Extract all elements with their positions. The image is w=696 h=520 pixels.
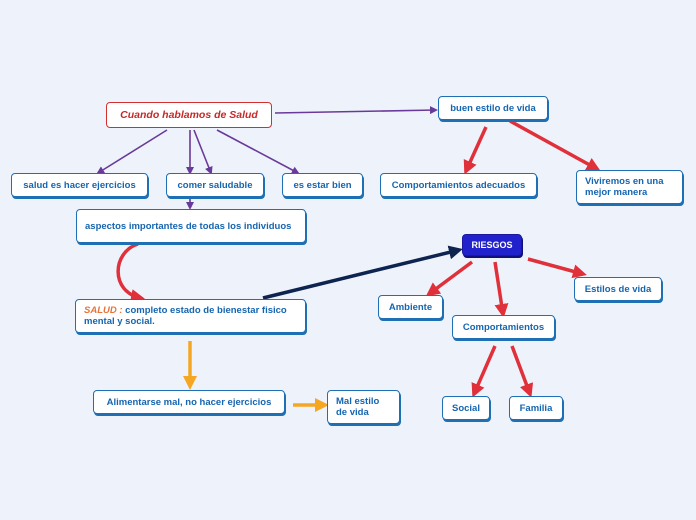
node-label: Social bbox=[452, 402, 480, 414]
node-label: Cuando hablamos de Salud bbox=[120, 108, 258, 121]
node-aspectos-importantes[interactable]: aspectos importantes de todas los indivi… bbox=[76, 209, 306, 243]
node-comportamientos-adecuados[interactable]: Comportamientos adecuados bbox=[380, 173, 537, 197]
node-mal-estilo-de-vida[interactable]: Mal estilo de vida bbox=[327, 390, 400, 424]
node-label: aspectos importantes de todas los indivi… bbox=[85, 220, 292, 232]
node-estilos-de-vida[interactable]: Estilos de vida bbox=[574, 277, 662, 301]
edge-riesgos-ambiente bbox=[425, 260, 474, 297]
node-label: Mal estilo de vida bbox=[336, 396, 380, 418]
node-comer-saludable[interactable]: comer saludable bbox=[166, 173, 264, 197]
node-label: Familia bbox=[519, 402, 553, 414]
edge-riesgos-estilos bbox=[527, 257, 587, 279]
edge-root-estar-bien bbox=[216, 129, 300, 174]
node-ambiente[interactable]: Ambiente bbox=[378, 295, 443, 319]
node-label: buen estilo de vida bbox=[450, 102, 536, 114]
edge-root-comer-2 bbox=[193, 129, 213, 175]
edge-salud-riesgos bbox=[262, 245, 463, 300]
node-social[interactable]: Social bbox=[442, 396, 490, 420]
edge-comportamientos-familia bbox=[510, 345, 534, 398]
edge-riesgos-comportamientos bbox=[493, 261, 509, 318]
node-riesgos[interactable]: RIESGOS bbox=[462, 234, 522, 256]
node-salud-es-hacer-ejercicios[interactable]: salud es hacer ejercicios bbox=[11, 173, 148, 197]
edge-buen-viviremos bbox=[509, 119, 601, 171]
edge-root-salud-ejercicios bbox=[96, 129, 168, 175]
node-text: SALUD : completo estado de bienestar fis… bbox=[84, 305, 297, 327]
salud-keyword: SALUD : bbox=[84, 305, 123, 316]
edge-comportamientos-social bbox=[471, 345, 497, 398]
node-buen-estilo-de-vida[interactable]: buen estilo de vida bbox=[438, 96, 548, 120]
node-alimentarse-mal[interactable]: Alimentarse mal, no hacer ejercicios bbox=[93, 390, 285, 414]
edge-buen-comportamientos bbox=[463, 126, 488, 175]
node-familia[interactable]: Familia bbox=[509, 396, 563, 420]
edge-aspectos-salud bbox=[116, 242, 145, 303]
edge-root-buen-estilo bbox=[274, 106, 438, 115]
node-label: comer saludable bbox=[177, 179, 253, 191]
node-label: Viviremos en una mejor manera bbox=[585, 176, 664, 198]
salud-definition-text: completo estado de bienestar fisico ment… bbox=[84, 305, 287, 327]
node-label: RIESGOS bbox=[471, 239, 513, 250]
node-label: es estar bien bbox=[293, 179, 352, 191]
node-label: salud es hacer ejercicios bbox=[23, 179, 136, 191]
node-label: Comportamientos bbox=[462, 321, 545, 333]
node-viviremos-mejor-manera[interactable]: Viviremos en una mejor manera bbox=[576, 170, 683, 204]
node-root-cuando-hablamos-de-salud[interactable]: Cuando hablamos de Salud bbox=[106, 102, 272, 128]
node-label: Comportamientos adecuados bbox=[391, 179, 526, 191]
node-salud-definicion[interactable]: SALUD : completo estado de bienestar fis… bbox=[75, 299, 306, 333]
node-label: Alimentarse mal, no hacer ejercicios bbox=[106, 396, 272, 408]
node-label: Estilos de vida bbox=[584, 283, 652, 295]
node-comportamientos[interactable]: Comportamientos bbox=[452, 315, 555, 339]
node-es-estar-bien[interactable]: es estar bien bbox=[282, 173, 363, 197]
node-label: Ambiente bbox=[388, 301, 433, 313]
